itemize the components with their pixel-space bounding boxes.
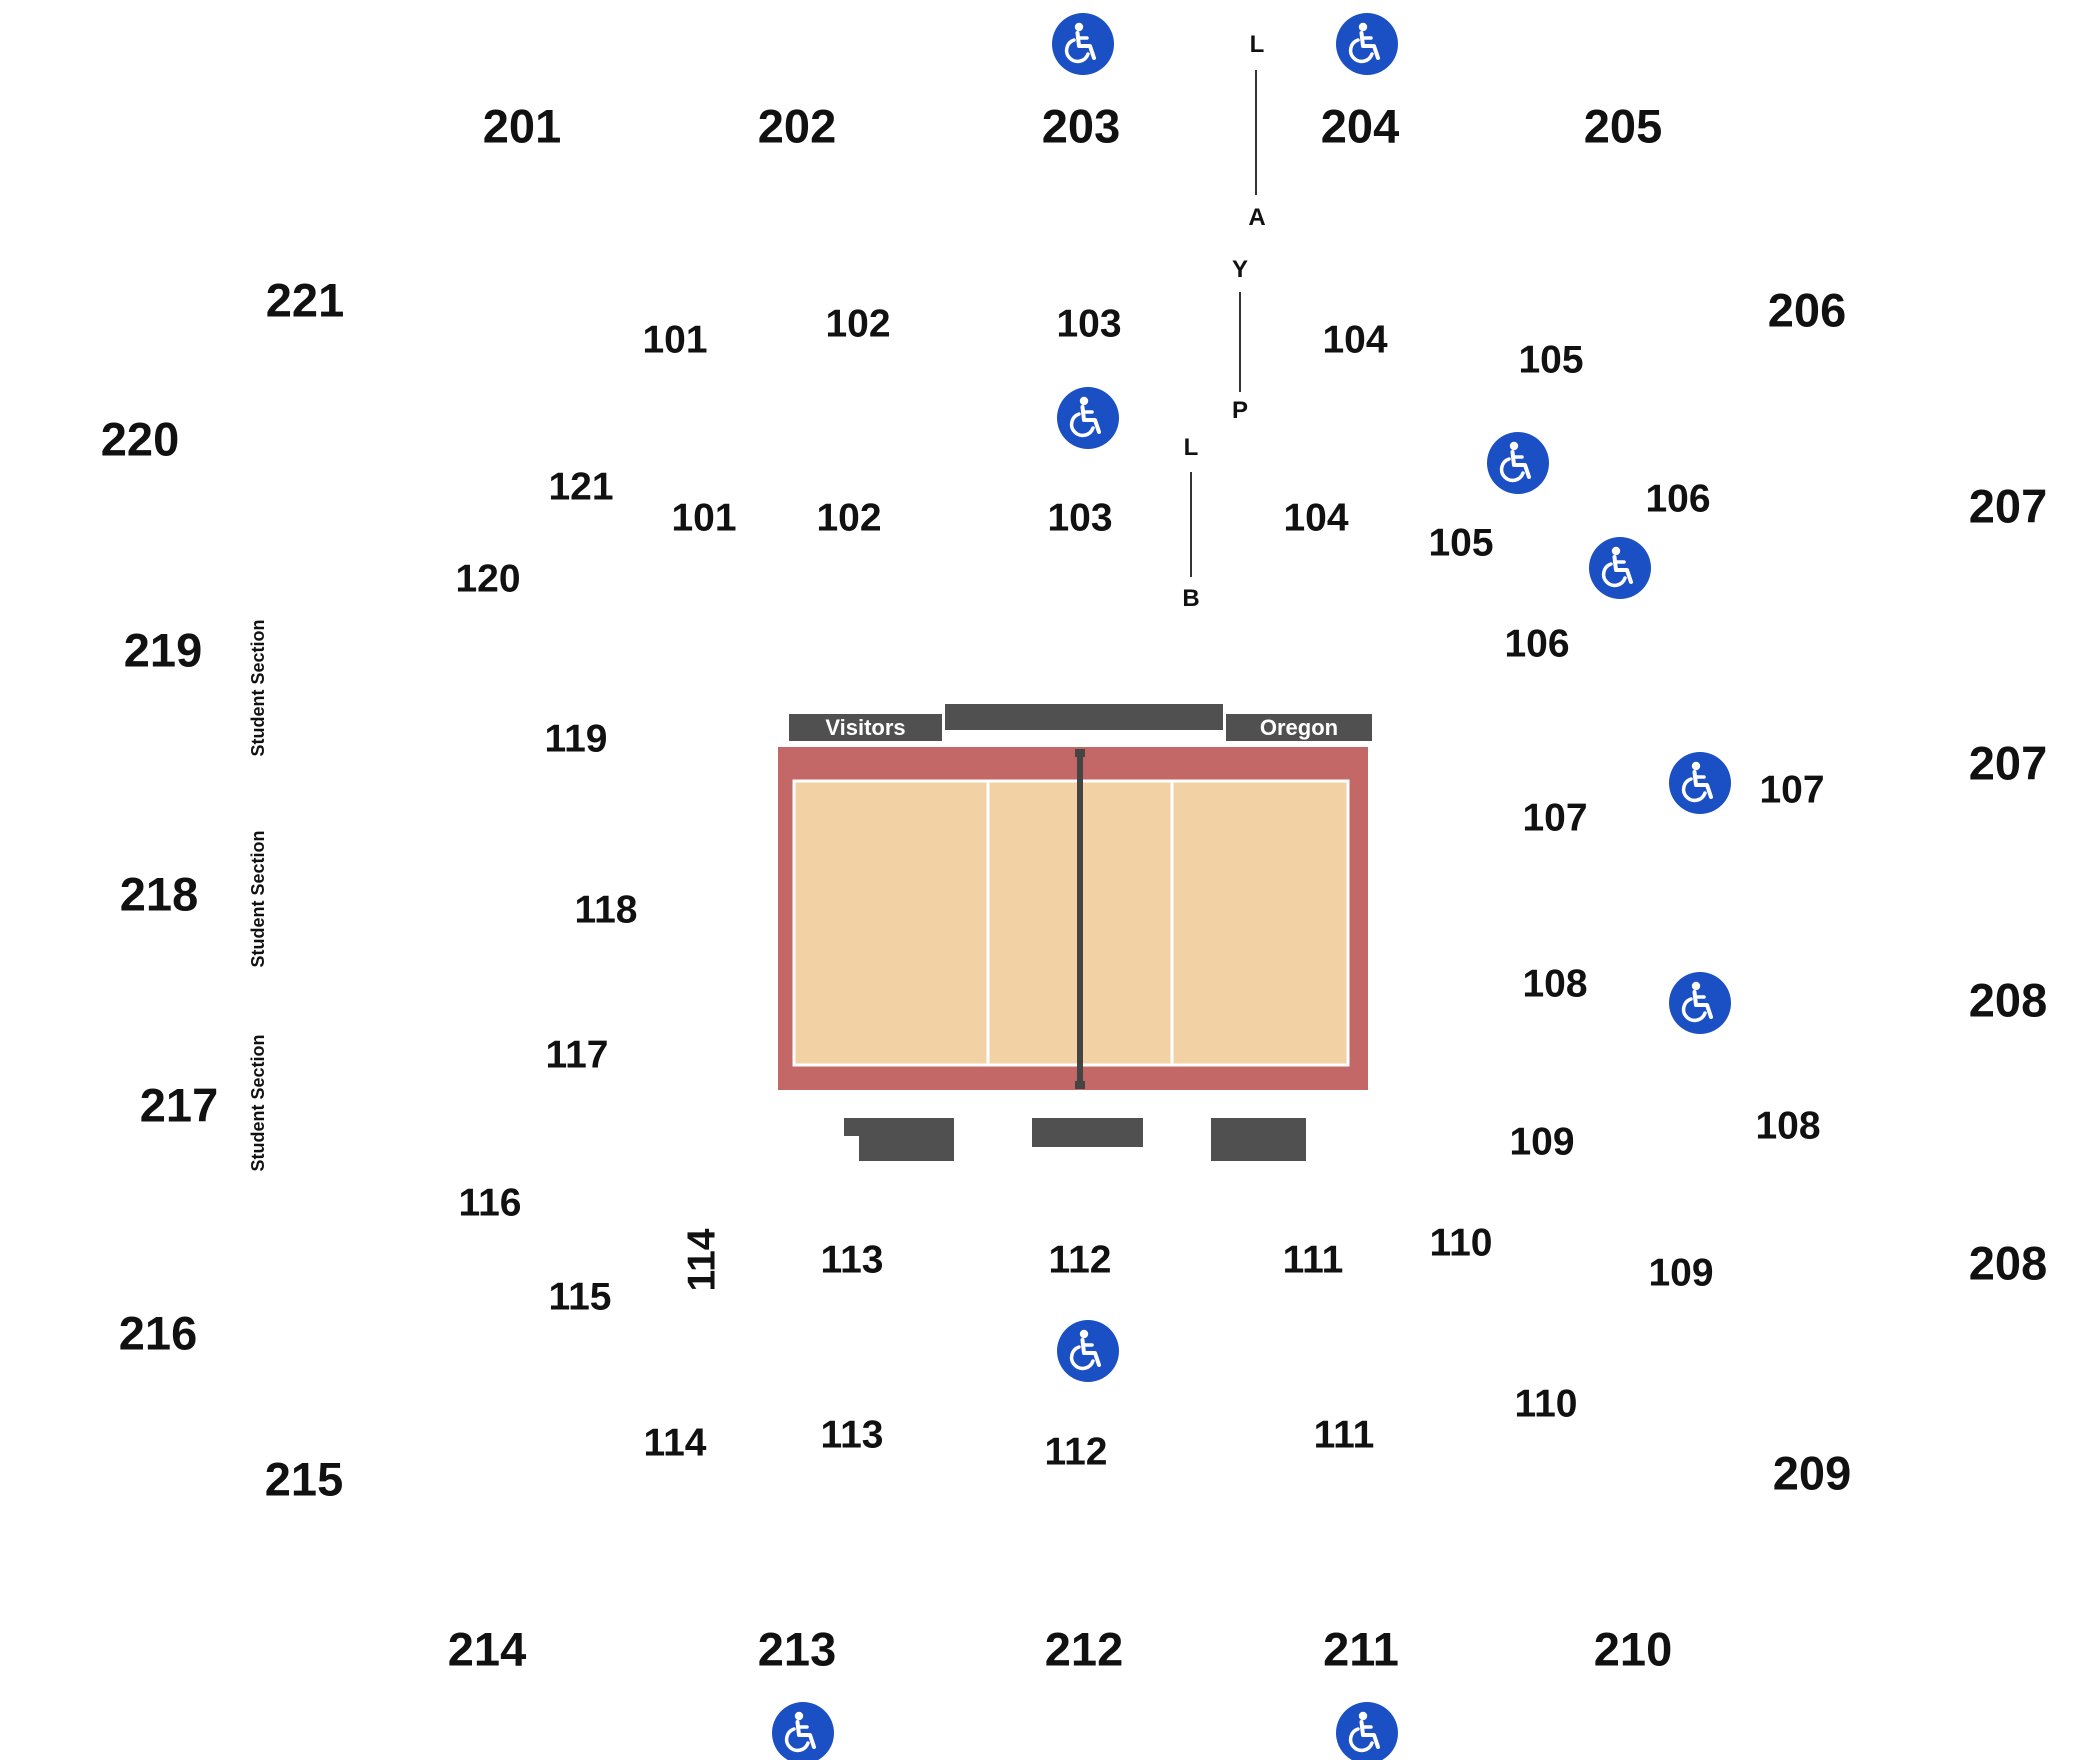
section-111-inner[interactable]: 111 — [1282, 1238, 1344, 1282]
section-207-lower[interactable]: 207 — [1968, 736, 2048, 790]
section-112-outer[interactable]: 112 — [1044, 1430, 1108, 1474]
section-115[interactable]: 115 — [548, 1275, 612, 1319]
wheelchair-accessible-icon — [1669, 752, 1731, 814]
section-209[interactable]: 209 — [1772, 1446, 1852, 1500]
section-220[interactable]: 220 — [100, 412, 180, 466]
wheelchair-accessible-icon — [1057, 1320, 1119, 1382]
section-105-lower[interactable]: 105 — [1428, 521, 1494, 565]
section-114-inner[interactable]: 114 — [680, 1228, 724, 1292]
section-204[interactable]: 204 — [1320, 99, 1400, 153]
section-114-outer[interactable]: 114 — [643, 1421, 707, 1465]
section-109-outer[interactable]: 109 — [1648, 1251, 1714, 1295]
section-108-outer[interactable]: 108 — [1755, 1104, 1821, 1148]
student-section-label-1: Student Section — [248, 619, 268, 757]
section-214[interactable]: 214 — [447, 1622, 527, 1676]
section-219[interactable]: 219 — [123, 623, 203, 677]
section-218[interactable]: 218 — [119, 867, 199, 921]
aisle-line-yp — [1239, 292, 1241, 392]
aisle-letter-l-top: L — [1249, 31, 1265, 58]
aisle-line-lb — [1190, 472, 1192, 577]
section-217[interactable]: 217 — [139, 1078, 219, 1132]
section-103-upper[interactable]: 103 — [1056, 302, 1122, 346]
student-section-label-3: Student Section — [248, 1034, 268, 1172]
section-213[interactable]: 213 — [757, 1622, 837, 1676]
wheelchair-accessible-icon — [1057, 387, 1119, 449]
section-112-inner[interactable]: 112 — [1048, 1238, 1112, 1282]
visitors-bench: Visitors — [789, 714, 942, 741]
section-207-upper[interactable]: 207 — [1968, 479, 2048, 533]
section-107-inner[interactable]: 107 — [1522, 796, 1588, 840]
oregon-bench: Oregon — [1226, 714, 1372, 741]
wheelchair-accessible-icon — [1052, 13, 1114, 75]
section-208-lower[interactable]: 208 — [1968, 1236, 2048, 1290]
aisle-letter-y: Y — [1231, 256, 1249, 283]
section-113-outer[interactable]: 113 — [820, 1413, 884, 1457]
aisle-letter-a: A — [1248, 204, 1266, 231]
section-102-upper[interactable]: 102 — [825, 302, 891, 346]
section-105-upper[interactable]: 105 — [1518, 338, 1584, 382]
section-201[interactable]: 201 — [482, 99, 562, 153]
section-110-outer[interactable]: 110 — [1514, 1382, 1578, 1426]
section-106-outer[interactable]: 106 — [1645, 477, 1711, 521]
section-202[interactable]: 202 — [757, 99, 837, 153]
media-table-left — [859, 1135, 954, 1161]
section-117[interactable]: 117 — [545, 1033, 609, 1077]
section-215[interactable]: 215 — [264, 1452, 344, 1506]
section-203[interactable]: 203 — [1041, 99, 1121, 153]
media-table-left-top — [844, 1118, 954, 1136]
section-106-inner[interactable]: 106 — [1504, 622, 1570, 666]
section-206[interactable]: 206 — [1767, 283, 1847, 337]
volleyball-court — [778, 747, 1368, 1090]
section-212[interactable]: 212 — [1044, 1622, 1124, 1676]
section-210[interactable]: 210 — [1593, 1622, 1673, 1676]
wheelchair-accessible-icon — [1336, 1702, 1398, 1760]
section-101-lower[interactable]: 101 — [671, 496, 737, 540]
section-101-upper[interactable]: 101 — [642, 318, 708, 362]
section-121[interactable]: 121 — [548, 465, 614, 509]
section-113-inner[interactable]: 113 — [820, 1238, 884, 1282]
media-table-center — [1032, 1118, 1143, 1147]
wheelchair-accessible-icon — [772, 1702, 834, 1760]
section-107-outer[interactable]: 107 — [1759, 768, 1825, 812]
scorer-table — [945, 704, 1223, 730]
section-111-outer[interactable]: 111 — [1313, 1413, 1375, 1457]
aisle-line-la — [1255, 70, 1257, 195]
section-221[interactable]: 221 — [265, 273, 345, 327]
section-102-lower[interactable]: 102 — [816, 496, 882, 540]
section-119[interactable]: 119 — [544, 717, 608, 761]
section-216[interactable]: 216 — [118, 1306, 198, 1360]
section-109-inner[interactable]: 109 — [1509, 1120, 1575, 1164]
wheelchair-accessible-icon — [1336, 13, 1398, 75]
aisle-letter-p: P — [1231, 397, 1249, 424]
section-103-lower[interactable]: 103 — [1047, 496, 1113, 540]
student-section-label-2: Student Section — [248, 830, 268, 968]
wheelchair-accessible-icon — [1589, 537, 1651, 599]
section-116[interactable]: 116 — [458, 1181, 522, 1225]
section-108-inner[interactable]: 108 — [1522, 962, 1588, 1006]
section-118[interactable]: 118 — [574, 888, 638, 932]
media-table-right — [1211, 1118, 1306, 1161]
section-208-upper[interactable]: 208 — [1968, 973, 2048, 1027]
section-110-inner[interactable]: 110 — [1429, 1221, 1493, 1265]
section-211[interactable]: 211 — [1323, 1622, 1399, 1676]
wheelchair-accessible-icon — [1669, 972, 1731, 1034]
section-205[interactable]: 205 — [1583, 99, 1663, 153]
wheelchair-accessible-icon — [1487, 432, 1549, 494]
section-104-lower[interactable]: 104 — [1283, 496, 1349, 540]
aisle-letter-l-bottom: L — [1183, 434, 1199, 461]
section-104-upper[interactable]: 104 — [1322, 318, 1388, 362]
section-120[interactable]: 120 — [455, 557, 521, 601]
aisle-letter-b: B — [1182, 585, 1200, 612]
